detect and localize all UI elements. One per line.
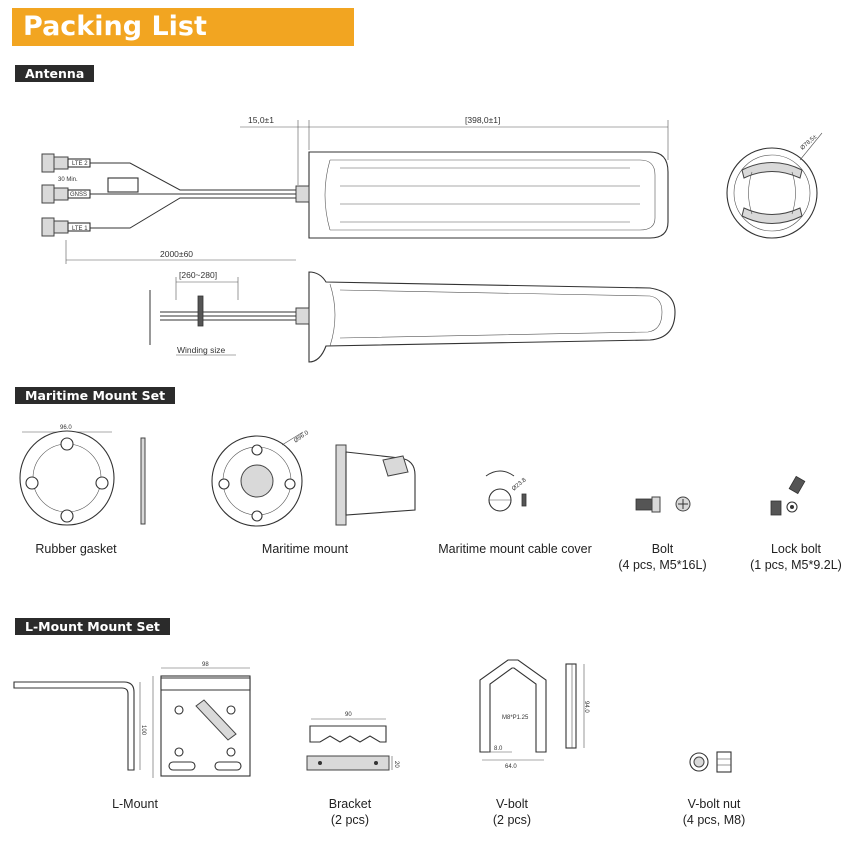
dim-plate-width: 98 (202, 662, 209, 668)
caption-lock-bolt-name: Lock bolt (770, 542, 822, 556)
dim-gasket-width: 96.0 (60, 425, 72, 431)
dim-vbolt-8: 8.0 (494, 746, 503, 752)
caption-bracket-detail: (2 pcs) (330, 813, 370, 827)
caption-l-mount: L-Mount (60, 796, 210, 812)
antenna-side-drawing (149, 271, 676, 363)
caption-bracket-name: Bracket (328, 797, 372, 811)
caption-bolt: Bolt (4 pcs, M5*16L) (600, 541, 725, 573)
l-mount-profile-drawing (13, 681, 141, 771)
dim-cable-length: 2000±60 (160, 249, 193, 259)
dim-body-length: [398,0±1] (465, 115, 500, 125)
page-title: Packing List Information (12, 8, 354, 80)
bolt-drawing (635, 496, 691, 513)
dim-connector-length: 15,0±1 (248, 115, 274, 125)
caption-rubber-gasket-name: Rubber gasket (35, 542, 117, 556)
dim-vbolt-94: 94.0 (583, 701, 589, 713)
dim-bracket-width: 90 (345, 712, 352, 718)
maritime-mount-drawing (211, 431, 416, 527)
label-30min: 30 Min. (58, 177, 78, 183)
caption-bracket: Bracket (2 pcs) (290, 796, 410, 828)
dim-mount-diameter: Ø96.0 (293, 430, 310, 445)
caption-v-bolt-nut: V-bolt nut (4 pcs, M8) (652, 796, 776, 828)
lock-bolt-drawing (770, 475, 806, 516)
caption-v-bolt-name: V-bolt (496, 797, 528, 811)
caption-v-bolt: V-bolt (2 pcs) (452, 796, 572, 828)
caption-bolt-detail: (4 pcs, M5*16L) (618, 558, 707, 572)
section-maritime-heading: Maritime Mount Set (15, 387, 176, 404)
dim-bracket-height: 20 (393, 761, 399, 768)
antenna-end-view (726, 132, 823, 239)
dim-plate-height: 100 (140, 725, 146, 736)
section-lmount-heading: L-Mount Mount Set (15, 618, 170, 635)
caption-v-bolt-detail: (2 pcs) (492, 813, 532, 827)
caption-l-mount-name: L-Mount (112, 797, 158, 811)
label-lte2: LTE 2 (72, 161, 88, 167)
caption-maritime-mount: Maritime mount (220, 541, 390, 557)
v-bolt-drawing (479, 659, 585, 761)
dim-winding-range: [260~280] (179, 270, 217, 280)
section-antenna-heading: Antenna (15, 65, 95, 82)
bracket-drawing (306, 718, 393, 771)
caption-cable-cover-name: Maritime mount cable cover (438, 542, 592, 556)
caption-rubber-gasket: Rubber gasket (0, 541, 152, 557)
caption-v-bolt-nut-name: V-bolt nut (687, 797, 741, 811)
caption-v-bolt-nut-detail: (4 pcs, M8) (682, 813, 746, 827)
label-winding-size: Winding size (177, 345, 225, 355)
caption-lock-bolt-detail: (1 pcs, M5*9.2L) (750, 558, 842, 572)
caption-maritime-mount-name: Maritime mount (261, 542, 349, 556)
cable-cover-drawing (485, 470, 527, 512)
label-gnss: GNSS (70, 192, 87, 198)
dim-vbolt-64: 64.0 (505, 764, 517, 770)
caption-bolt-name: Bolt (651, 542, 674, 556)
dim-vbolt-thread: M8*P1.25 (502, 715, 529, 721)
l-mount-plate-drawing (152, 667, 251, 778)
label-lte1: LTE 1 (72, 226, 88, 232)
antenna-top-drawing (41, 120, 669, 264)
caption-lock-bolt: Lock bolt (1 pcs, M5*9.2L) (737, 541, 855, 573)
rubber-gasket-drawing (19, 430, 146, 526)
caption-cable-cover: Maritime mount cable cover (420, 541, 610, 557)
v-bolt-nut-drawing (689, 751, 732, 773)
dim-cover-diameter: Ø23.8 (511, 477, 528, 493)
